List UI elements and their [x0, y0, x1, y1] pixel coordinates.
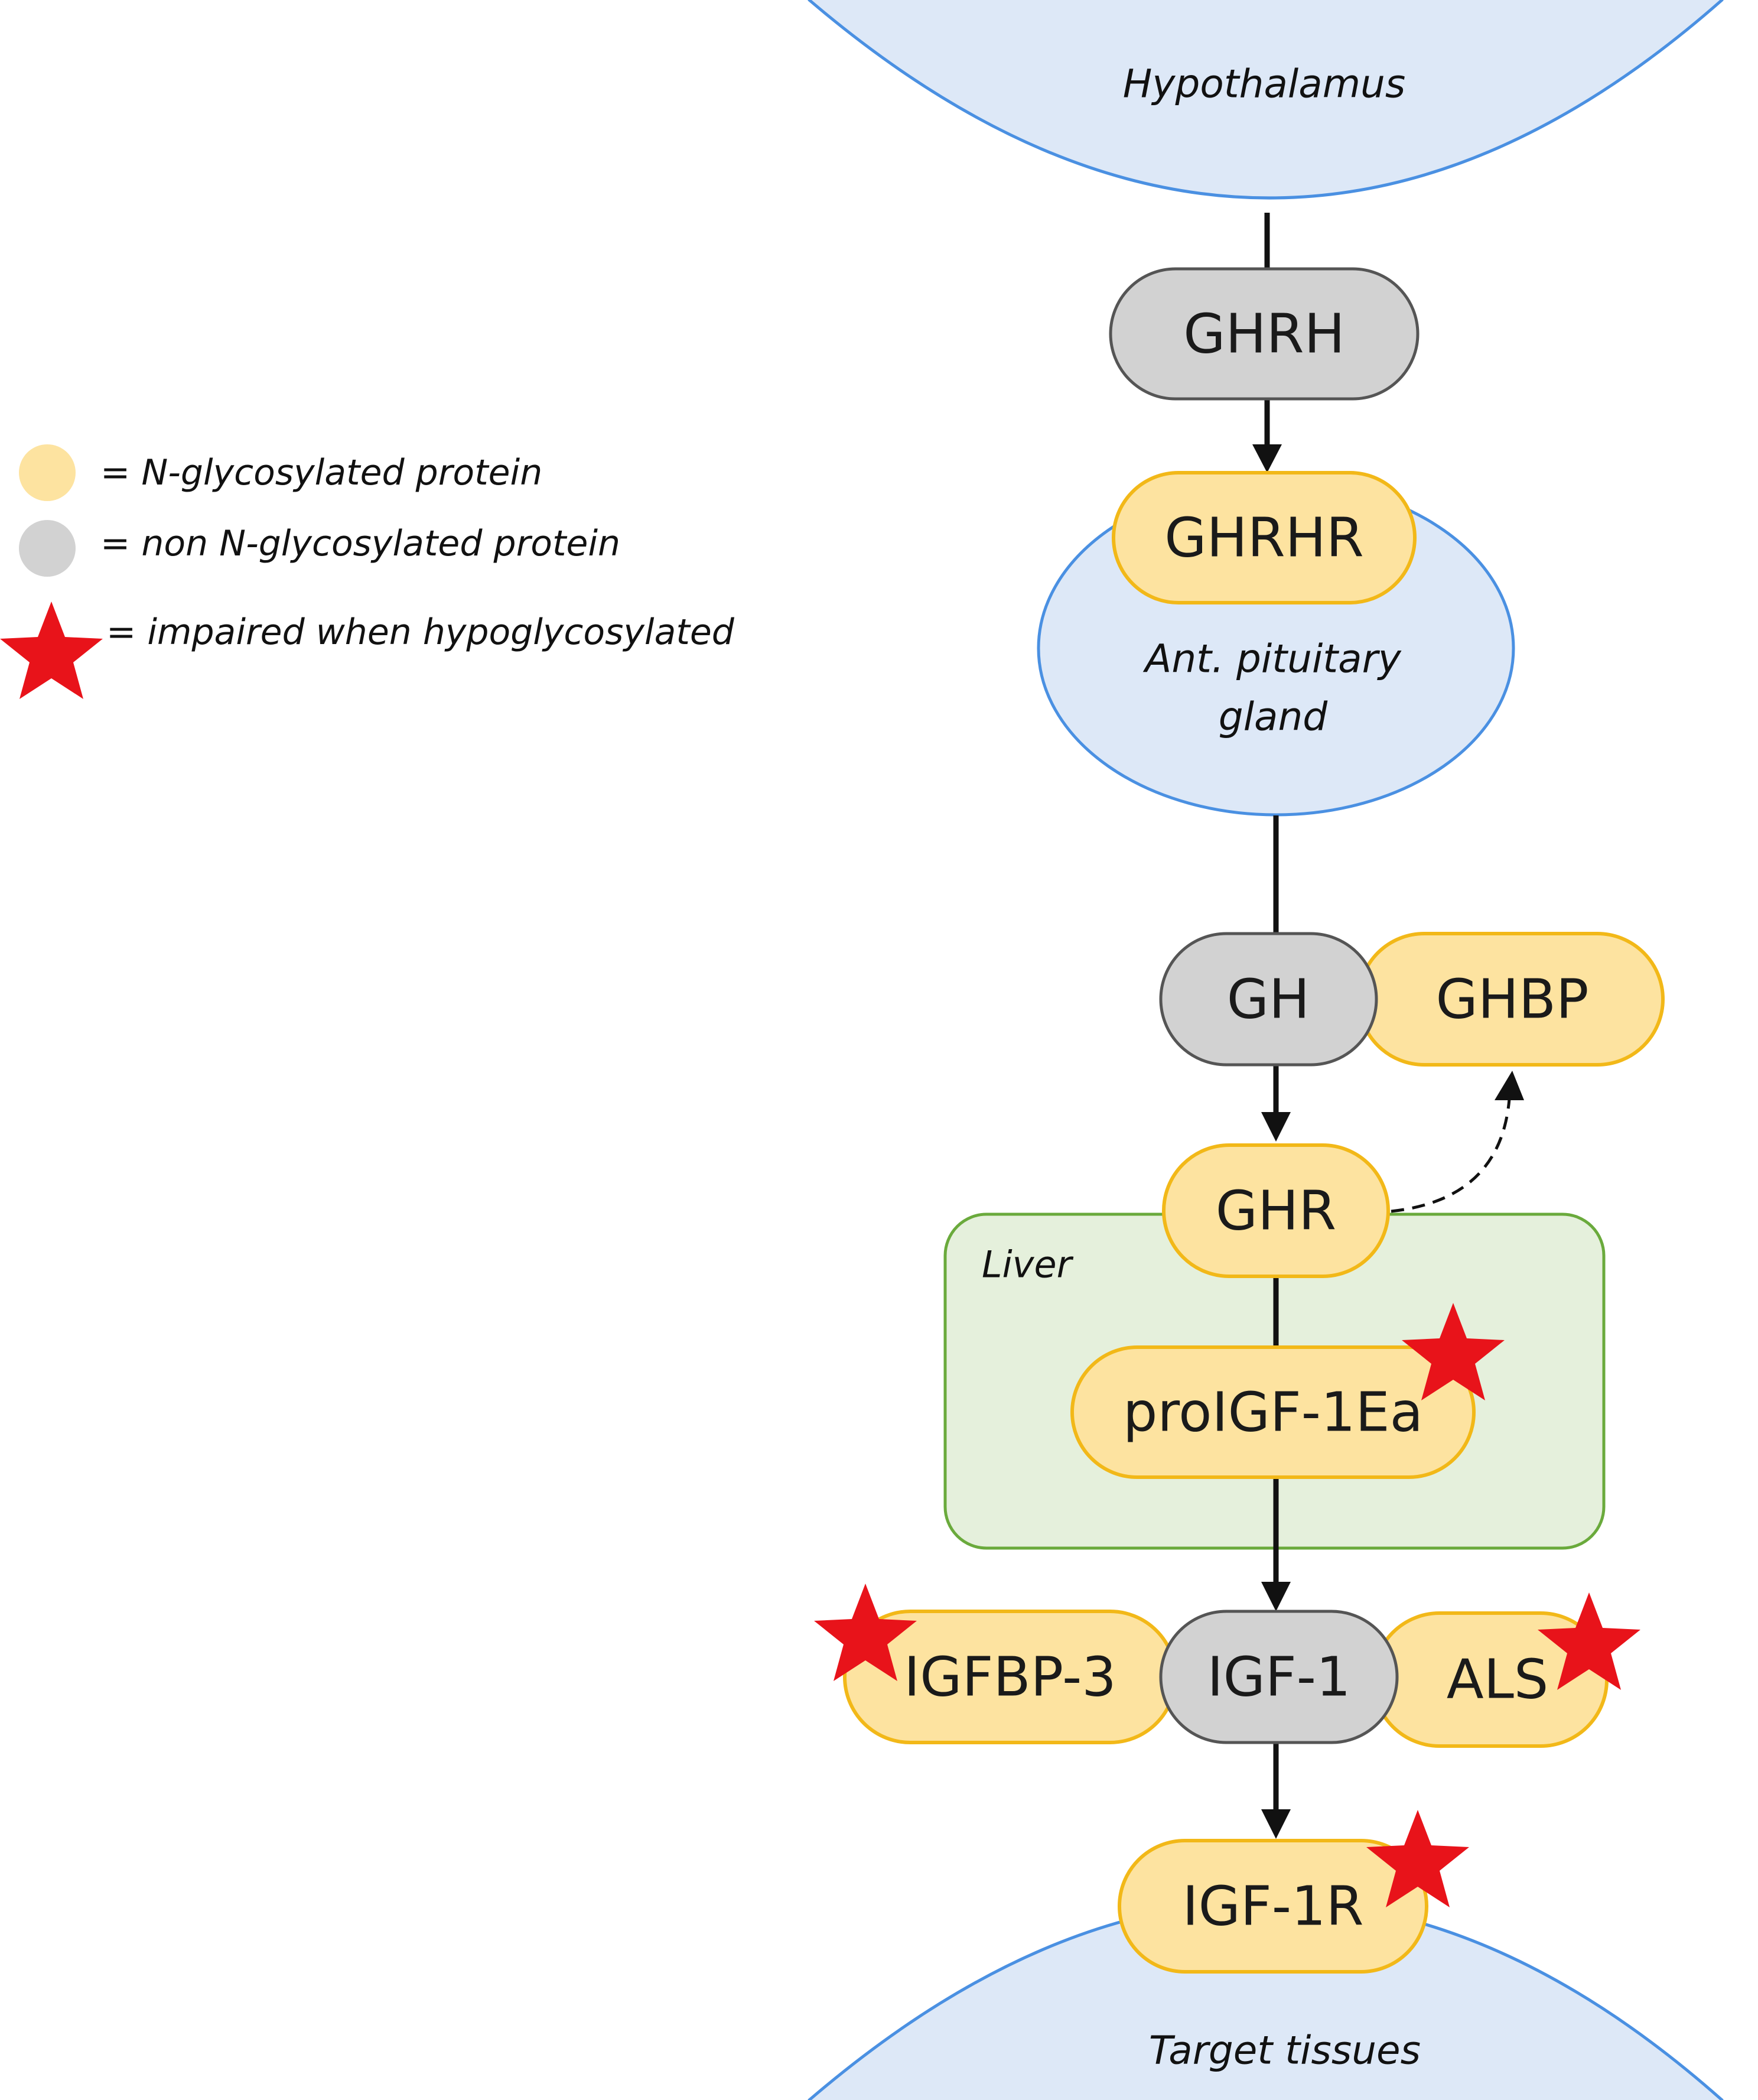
- igf1r-node: [1118, 1839, 1428, 1974]
- legend-yellow-swatch: [19, 444, 76, 501]
- ghrhr-label: GHRHR: [1164, 506, 1364, 570]
- ghrh-node: [1109, 267, 1420, 401]
- proigf-node: [1070, 1345, 1476, 1479]
- igf1-node: [1159, 1610, 1399, 1744]
- legend-grey-swatch: [19, 520, 76, 577]
- gh-label: GH: [1227, 968, 1310, 1031]
- arrowhead-proigf-igf1: [1261, 1582, 1291, 1611]
- target-tissues-label: Target tissues: [1149, 2028, 1421, 2073]
- proigf-label: proIGF-1Ea: [1123, 1381, 1423, 1444]
- pituitary-label-line1: Ant. pituitary: [1142, 636, 1402, 682]
- liver-label: Liver: [982, 1243, 1074, 1286]
- hypothalamus-label: Hypothalamus: [1123, 61, 1405, 107]
- ghr-label: GHR: [1216, 1179, 1336, 1243]
- star-als-icon: [1538, 1592, 1640, 1690]
- hypothalamus-region: [808, 0, 1724, 200]
- igf1r-label: IGF-1R: [1183, 1875, 1364, 1938]
- legend: = N-glycosylated protein = non N-glycosy…: [0, 444, 735, 699]
- ghrh-label: GHRH: [1183, 303, 1345, 366]
- legend-star-icon: [0, 602, 103, 699]
- legend-star-label: = impaired when hypoglycosylated: [106, 612, 735, 653]
- igfbp3-label: IGFBP-3: [904, 1646, 1116, 1709]
- ghrhr-node: [1112, 471, 1417, 604]
- als-label: ALS: [1447, 1648, 1549, 1711]
- legend-yellow-label: = N-glycosylated protein: [100, 452, 542, 493]
- arrowhead-igf1-igf1r: [1261, 1809, 1291, 1839]
- legend-grey-label: = non N-glycosylated protein: [100, 523, 620, 564]
- arrowhead-ghrh-ghrhr: [1252, 444, 1282, 473]
- star-igfbp3-icon: [814, 1584, 917, 1681]
- ghbp-label: GHBP: [1435, 968, 1588, 1031]
- arrowhead-gh-ghr: [1261, 1112, 1291, 1142]
- pituitary-label-line2: gland: [1219, 694, 1329, 740]
- arrowhead-ghr-ghbp: [1495, 1071, 1524, 1100]
- igf1-label: IGF-1: [1207, 1646, 1350, 1709]
- gh-node: [1159, 932, 1378, 1067]
- dashed-arrow-ghr-ghbp: [1391, 1098, 1511, 1213]
- star-igf1r-icon: [1366, 1810, 1469, 1907]
- ghr-node: [1162, 1143, 1390, 1278]
- star-proigf-icon: [1402, 1303, 1505, 1400]
